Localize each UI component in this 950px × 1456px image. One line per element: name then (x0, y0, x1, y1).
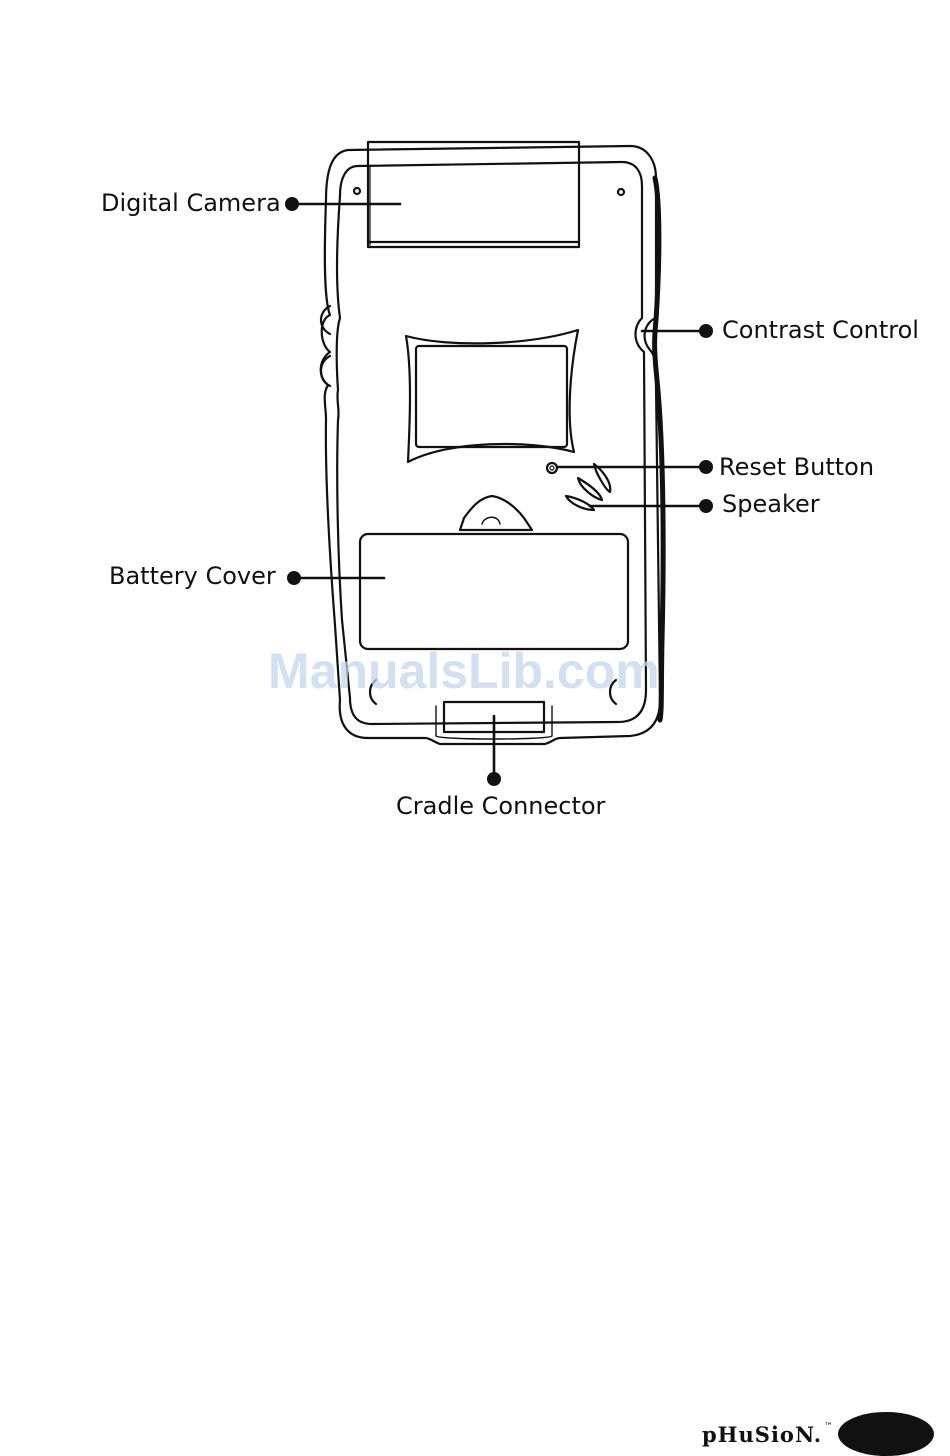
dot-reset-button (699, 460, 713, 474)
dot-battery-cover (287, 571, 301, 585)
label-battery-cover: Battery Cover (109, 564, 276, 588)
label-speaker: Speaker (722, 492, 820, 516)
watermark: ManualsLib.com (268, 646, 660, 696)
dot-contrast-control (699, 324, 713, 338)
dot-digital-camera (285, 197, 299, 211)
mirror-housing (406, 330, 578, 462)
label-reset-button: Reset Button (719, 455, 874, 479)
speaker-slot-2 (578, 478, 602, 500)
trademark-symbol: ™ (824, 1423, 833, 1432)
dot-cradle-connector (487, 772, 501, 786)
reset-button-hole (547, 463, 557, 473)
page-number-oval (838, 1412, 934, 1456)
mirror-window (416, 346, 567, 447)
label-cradle-connector: Cradle Connector (396, 794, 605, 818)
brand-logo: pHuSioN. (702, 1424, 822, 1445)
dot-speaker (699, 499, 713, 513)
digital-camera-module (368, 142, 579, 247)
label-digital-camera: Digital Camera (101, 191, 281, 215)
speaker-slot-3 (566, 496, 594, 510)
label-contrast-control: Contrast Control (722, 318, 919, 342)
camera-hole-right (618, 189, 624, 195)
camera-hole-left (354, 188, 360, 194)
battery-latch (460, 496, 532, 530)
battery-cover-panel (360, 534, 628, 649)
